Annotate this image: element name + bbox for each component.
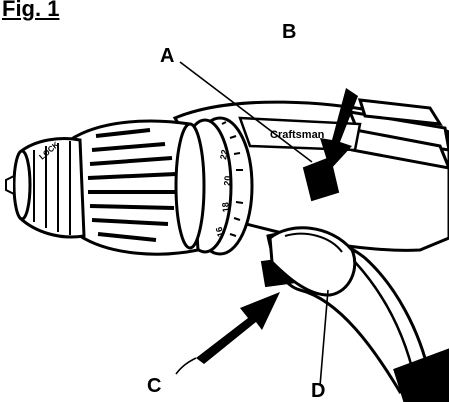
callout-c-arrow xyxy=(196,292,280,364)
figure-label: Fig. 1 xyxy=(2,0,60,21)
callout-c-label: C xyxy=(147,375,161,397)
callout-a-label: A xyxy=(160,45,174,67)
clutch-number-22: 22 xyxy=(218,149,230,161)
brand-text: Craftsman xyxy=(270,129,325,141)
gear-shift-selector xyxy=(302,156,340,202)
clutch-number-16: 16 xyxy=(214,226,226,238)
callout-b-label: B xyxy=(282,21,296,43)
clutch-number-20: 20 xyxy=(222,175,233,186)
callout-b-arrow xyxy=(320,88,358,170)
clutch-number-18: 18 xyxy=(220,202,231,213)
callout-d-label: D xyxy=(311,380,325,402)
battery-base xyxy=(393,348,449,402)
leader-lines xyxy=(175,61,329,387)
chuck: LOCK xyxy=(5,119,206,256)
